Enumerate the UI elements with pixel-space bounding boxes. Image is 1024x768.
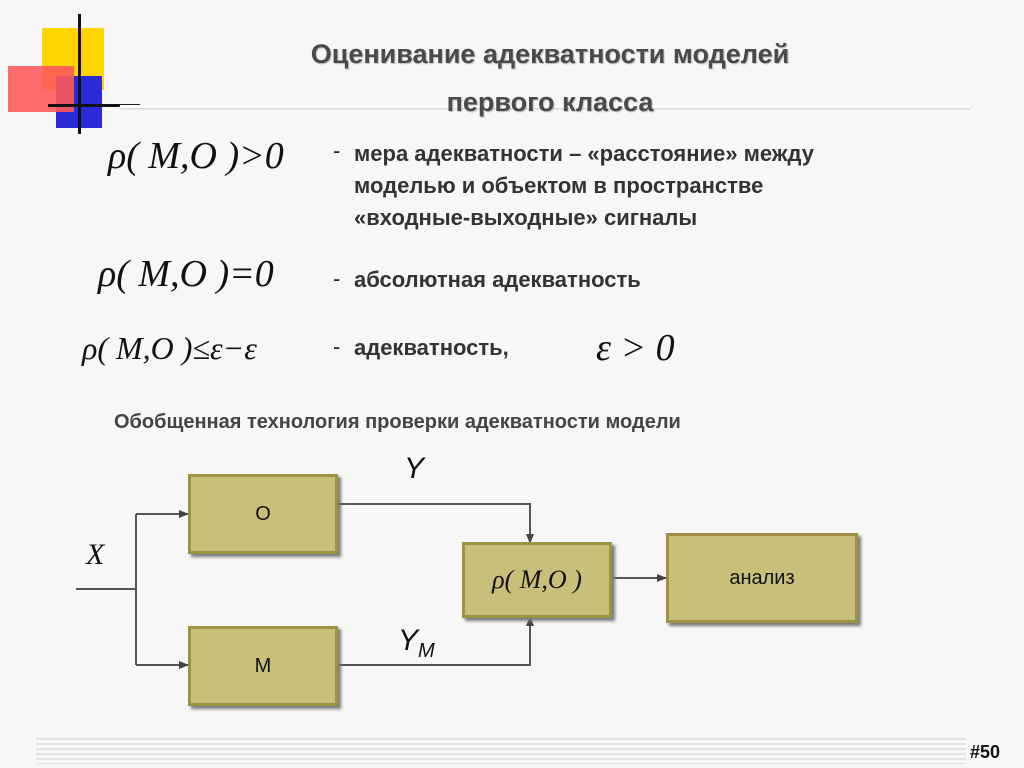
object-block: O xyxy=(188,474,338,554)
compare-block: ρ( M,O ) xyxy=(462,542,612,618)
title-underline xyxy=(120,105,970,108)
analysis-block: анализ xyxy=(666,533,858,623)
page-title: Оценивание адекватности моделей первого … xyxy=(150,30,950,126)
object-output-line xyxy=(338,503,534,544)
row-1-line-1: мера адекватности – «расстояние» между xyxy=(354,141,814,166)
title-line-2: первого класса xyxy=(446,87,654,117)
logo-decoration xyxy=(0,0,140,140)
model-output-base: Y xyxy=(398,624,419,657)
model-output-sub: M xyxy=(418,640,435,662)
formula-zero: ρ( M,O )=0 xyxy=(98,253,274,295)
row-1-line-3: «входные-выходные» сигналы xyxy=(354,205,698,230)
page-number: #50 xyxy=(970,742,1001,762)
row-2-description: абсолютная адекватность xyxy=(354,267,641,292)
formula-positive: ρ( M,O )>0 xyxy=(108,135,284,177)
footer-stripe xyxy=(36,738,966,764)
row-1-line-2: моделью и объектом в пространстве xyxy=(354,173,764,198)
formula-epsilon: ρ( M,O )≤ε−ε xyxy=(82,330,257,366)
model-output-label: YM xyxy=(398,624,435,663)
diagram-caption: Обобщенная технология проверки адекватно… xyxy=(114,411,681,433)
title-line-1: Оценивание адекватности моделей xyxy=(310,39,790,69)
row-3-description: адекватность, xyxy=(354,335,509,360)
row-3-dash: - xyxy=(333,334,341,359)
row-1-dash: - xyxy=(333,138,341,163)
epsilon-condition: ε > 0 xyxy=(596,327,675,369)
input-signal-label: X xyxy=(86,538,105,571)
object-output-label: Y xyxy=(404,452,425,485)
model-output-line xyxy=(338,616,534,666)
row-2-dash: - xyxy=(333,266,341,291)
row-1-description: мера адекватности – «расстояние» между м… xyxy=(354,138,814,234)
model-block: M xyxy=(188,626,338,706)
